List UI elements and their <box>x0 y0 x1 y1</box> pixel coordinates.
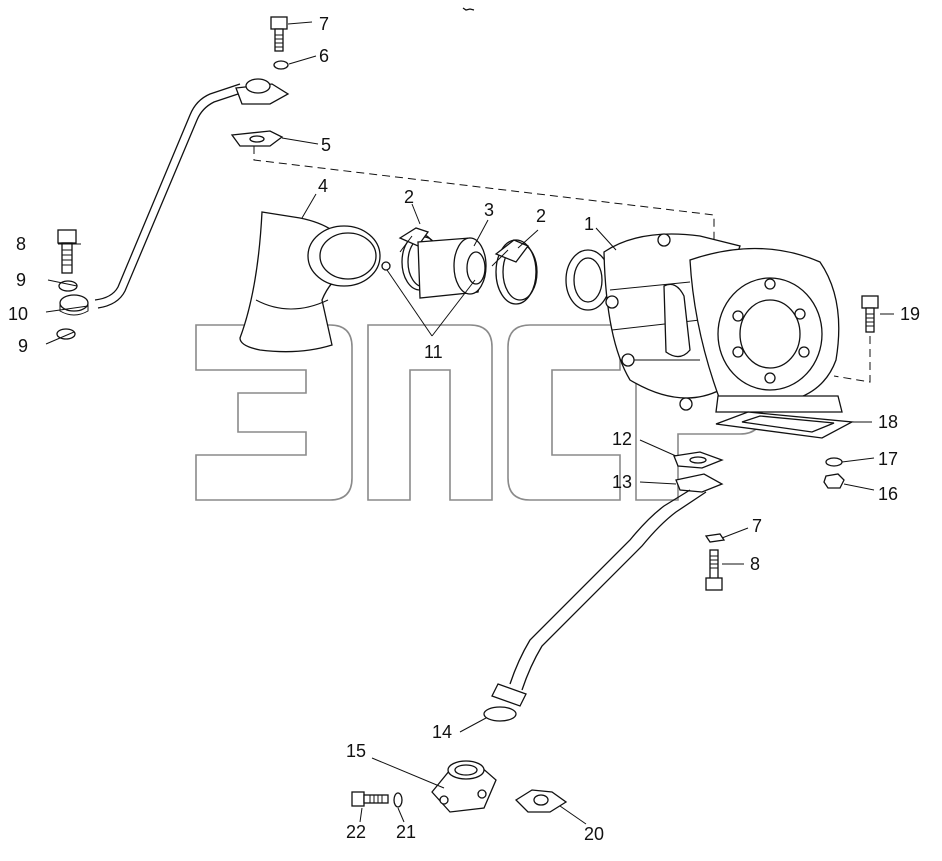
callout-2-left: 2 <box>404 187 414 207</box>
bolt-part-22 <box>351 791 389 807</box>
washer-part-21 <box>393 792 403 808</box>
callout-9-upper: 9 <box>16 270 26 290</box>
callout-18: 18 <box>878 412 898 432</box>
assembly-line-19 <box>833 336 871 383</box>
gasket-part-12 <box>673 451 724 469</box>
callout-20: 20 <box>584 824 604 844</box>
callout-10: 10 <box>8 304 28 324</box>
callout-19: 19 <box>900 304 920 324</box>
callout-9-lower: 9 <box>18 336 28 356</box>
callout-7-top: 7 <box>319 14 329 34</box>
washer-part-7-right <box>704 533 726 543</box>
bolt-part-7-top <box>270 16 288 52</box>
flange-part-15 <box>431 760 497 813</box>
clamp-part-2-right <box>491 239 538 305</box>
callout-4: 4 <box>318 176 328 196</box>
callout-5: 5 <box>321 135 331 155</box>
gasket-part-5 <box>230 130 284 147</box>
washer-part-17 <box>825 457 843 467</box>
nut-part-16 <box>823 473 845 489</box>
callout-2-right: 2 <box>536 206 546 226</box>
bolt-part-8-right <box>705 549 723 591</box>
callout-14: 14 <box>432 722 452 742</box>
assembly-line <box>253 146 715 240</box>
washer-part-9-lower <box>56 328 76 340</box>
hose-part-3 <box>417 237 487 299</box>
turbocharger-part-1 <box>565 233 843 413</box>
bolt-part-19 <box>861 295 879 333</box>
washer-part-6 <box>273 60 289 70</box>
scan-artifact <box>462 7 475 11</box>
elbow-part-4 <box>239 211 381 353</box>
callout-11: 11 <box>424 342 443 362</box>
gasket-part-20 <box>514 789 568 813</box>
callout-labels: 7 6 5 4 2 3 2 1 11 8 9 10 9 19 18 17 16 … <box>8 14 920 844</box>
callout-6: 6 <box>319 46 329 66</box>
callout-22: 22 <box>346 822 366 842</box>
watermark-word: ЭПСР <box>479 519 482 521</box>
callout-17: 17 <box>878 449 898 469</box>
bolt-part-8-left <box>57 229 77 274</box>
callout-21: 21 <box>396 822 416 842</box>
oil-feed-pipe <box>59 78 290 316</box>
callout-12: 12 <box>612 429 632 449</box>
callout-8-left: 8 <box>16 234 26 254</box>
callout-16: 16 <box>878 484 898 504</box>
plug-part-11-a <box>381 261 391 271</box>
callout-7-right: 7 <box>752 516 762 536</box>
callout-1: 1 <box>584 214 594 234</box>
callout-8-right: 8 <box>750 554 760 574</box>
drain-pipe-part-13 <box>491 473 724 707</box>
o-ring-part-14 <box>483 706 517 722</box>
callout-15: 15 <box>346 741 366 761</box>
callout-13: 13 <box>612 472 632 492</box>
callout-3: 3 <box>484 200 494 220</box>
leader-lines <box>45 21 894 825</box>
